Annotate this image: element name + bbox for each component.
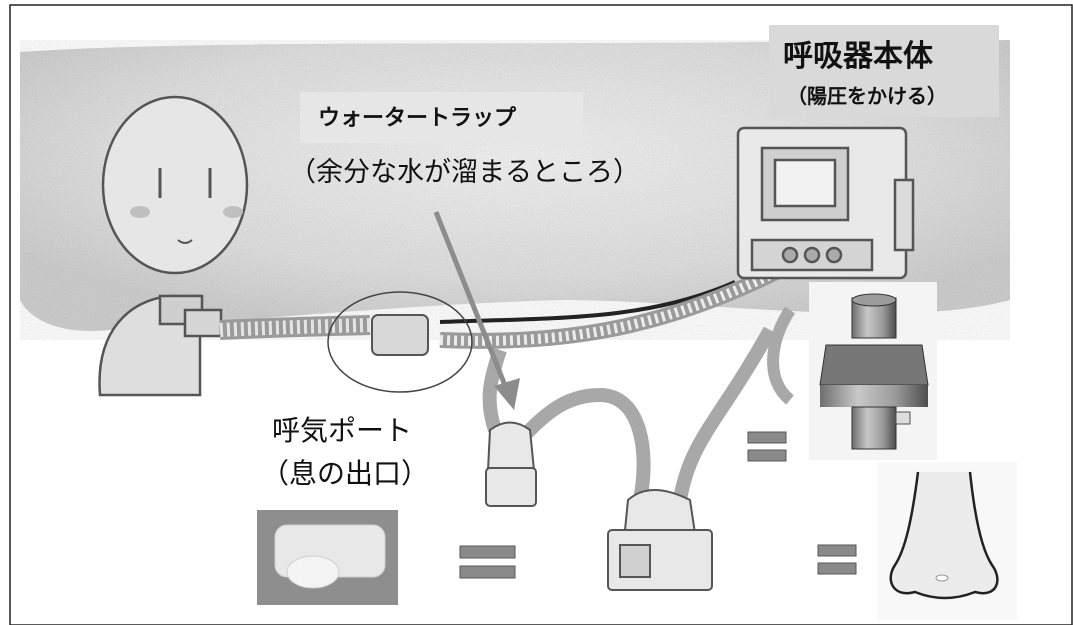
ventilator-illustration [736,126,915,280]
water-trap-label-box [300,92,583,143]
nose-drawing [877,462,1017,620]
patient-figure [98,95,249,397]
water-trap-subtitle: （余分な水が溜まるところ） [289,157,640,188]
equals-sign-filter [747,431,787,462]
ventilator-title: 呼吸器本体 [783,39,933,74]
frame-border [9,4,1073,625]
breathing-circuit [219,262,796,502]
exhalation-port-photo [257,510,398,605]
water-trap-arrow [433,211,520,410]
water-trap-title: ウォータートラップ [318,106,517,131]
exhalation-port-title: 呼気ポート [272,414,413,447]
ventilator-label-box [769,25,999,117]
filter-photo [809,282,937,460]
exhalation-port-subtitle: （息の出口） [261,457,430,490]
equals-sign-nose [817,544,857,575]
ventilator-subtitle: （陽圧をかける） [787,84,947,108]
equals-sign-port [459,545,516,579]
water-trap-illustration [485,421,713,591]
